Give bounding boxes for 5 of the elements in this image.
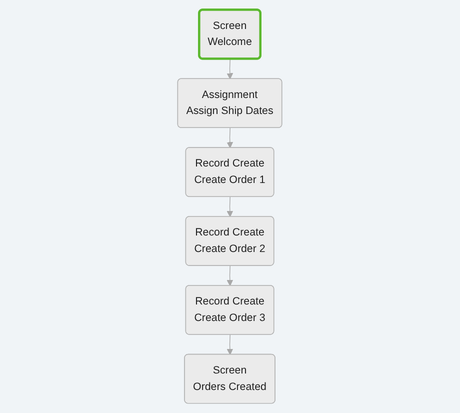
arrow <box>227 128 234 148</box>
arrow <box>227 265 234 286</box>
arrow <box>227 334 234 355</box>
arrow <box>227 196 234 218</box>
arrow <box>227 58 234 80</box>
